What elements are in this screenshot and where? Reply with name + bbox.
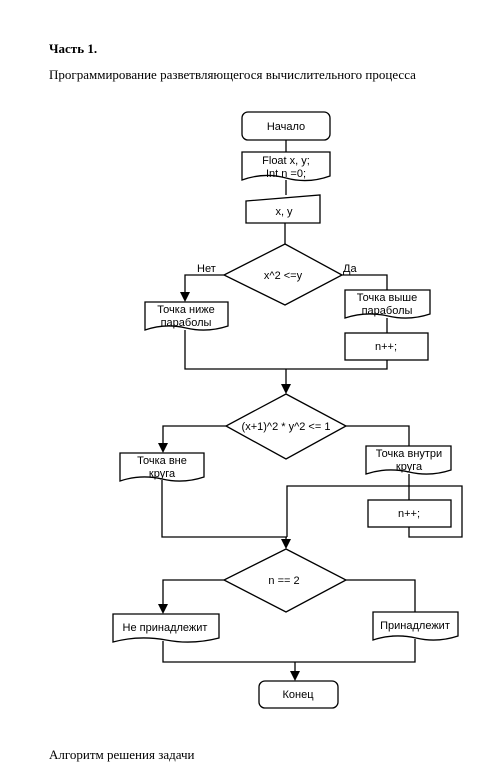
branch-yes-line [342, 274, 388, 290]
above-parabola-line-1: Точка выше [357, 292, 417, 304]
branch-outside-arrow [158, 443, 168, 453]
section-heading: Часть 1. [49, 41, 98, 56]
yes-branch-label: Да [343, 263, 357, 275]
branch-no-line [184, 274, 224, 294]
below-parabola-block [144, 301, 229, 331]
decision-parabola [222, 243, 344, 306]
start-label: Начало [267, 121, 305, 133]
above-parabola-line-2: параболы [362, 305, 413, 317]
branch-belongs-line [346, 579, 416, 612]
below-parabola-line-2: параболы [161, 317, 212, 329]
input-label: x, y [275, 206, 293, 218]
loop-frame [286, 485, 463, 538]
inside-circle-block [365, 445, 452, 475]
branch-inside-line [346, 425, 410, 446]
belongs-block [372, 611, 459, 641]
above-parabola-block [344, 289, 431, 319]
belongs-label: Принадлежит [380, 620, 450, 632]
merge-line-3 [162, 639, 416, 663]
merge-line-2 [161, 480, 287, 538]
increment-block-2 [367, 499, 452, 528]
input-block [245, 194, 321, 224]
increment-block-1 [344, 332, 429, 361]
decision-circle [224, 393, 348, 460]
declare-line-2: Int n =0; [266, 168, 306, 180]
declare-block [241, 151, 331, 182]
merge-2-arrow [281, 539, 291, 549]
branch-no-arrow [180, 292, 190, 302]
inside-circle-line-2: круга [396, 461, 423, 473]
end-terminator [258, 680, 339, 709]
not-belongs-block [112, 613, 220, 643]
increment-label-1: n++; [375, 341, 397, 353]
section-subheading: Программирование разветвляющегося вычисл… [49, 67, 416, 82]
end-label: Конец [282, 689, 314, 701]
outside-circle-line-2: круга [149, 468, 176, 480]
figure-caption: Алгоритм решения задачи [49, 747, 195, 762]
branch-not-belongs-line [162, 579, 224, 605]
decision-count-label: n == 2 [268, 575, 299, 587]
decision-circle-label: (x+1)^2 * y^2 <= 1 [242, 421, 331, 433]
decision-count [222, 548, 348, 613]
not-belongs-label: Не принадлежит [123, 622, 208, 634]
outside-circle-line-1: Точка вне [137, 455, 187, 467]
merge-3-arrow [290, 671, 300, 681]
inside-circle-line-1: Точка внутри [376, 448, 442, 460]
below-parabola-line-1: Точка ниже [157, 304, 214, 316]
outside-circle-block [119, 452, 205, 482]
branch-not-belongs-arrow [158, 604, 168, 614]
increment-label-2: n++; [398, 508, 420, 520]
decision-parabola-label: x^2 <=y [264, 270, 303, 282]
merge-1-arrow [281, 384, 291, 394]
no-branch-label: Нет [197, 263, 216, 275]
declare-line-1: Float x, y; [262, 155, 310, 167]
branch-outside-line [162, 425, 226, 444]
